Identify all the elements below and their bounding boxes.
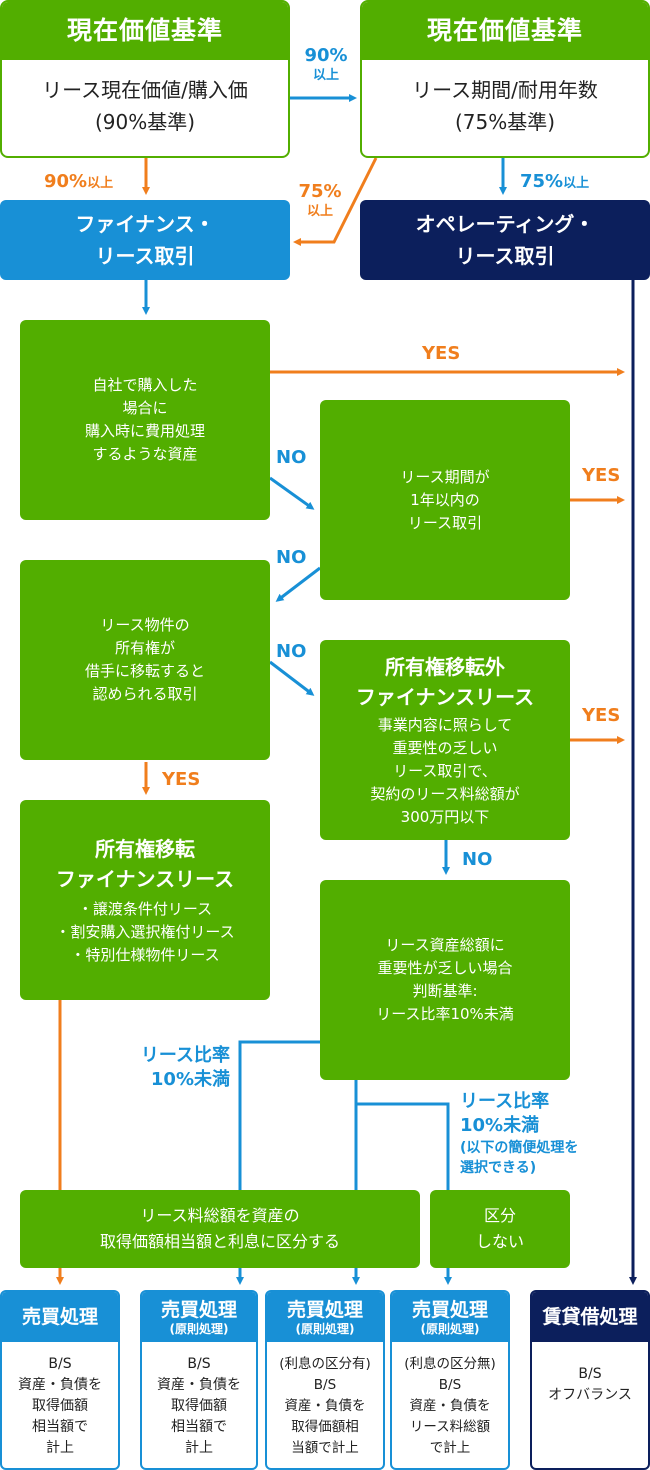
label-ratio-note: (以下の簡便処理を 選択できる) [460,1140,579,1176]
result-title: 売買処理 [21,1306,98,1328]
result-subtitle: (原則処理) [169,1322,229,1336]
decision-expensed-asset: 自社で購入した 場合に 購入時に費用処理 するような資産 [20,320,270,520]
criteria-body: リース現在価値/購入価 (90%基準) [42,78,248,134]
label-pct: 90% [304,45,348,66]
label-pv90-top: 90% 以上 [296,46,356,86]
result-title: 売買処理 [286,1299,363,1321]
result-body: (利息の区分無) B/S 資産・負債を リース料総額 で計上 [404,1356,496,1456]
no-split-text: 区分 しない [475,1206,524,1251]
label-pv90-left: 90%以上 [44,172,144,194]
label-pct: 75% [298,181,342,202]
criteria-body: リース期間/耐用年数 (75%基準) [412,78,598,134]
label-term75-right: 75%以上 [520,172,630,194]
label-ratio-main: リース比率 10%未満 [460,1091,550,1136]
result-subtitle: (原則処理) [420,1322,480,1336]
split-interest-box: リース料総額を資産の 取得価額相当額と利息に区分する [20,1190,420,1268]
non-transfer-title: 所有権移転外 ファイナンスリース [355,654,535,709]
decision-text: リース物件の 所有権が 借手に移転すると 認められる取引 [84,616,205,703]
result-head: 売買処理 [2,1292,118,1342]
label-sub: 以上 [563,176,590,191]
decision-short-term: リース期間が 1年以内の リース取引 [320,400,570,600]
no-split-box: 区分 しない [430,1190,570,1268]
arrow-term75-left [293,157,378,246]
label-d2-no: NO [276,547,307,568]
result-title: 賃貸借処理 [542,1306,638,1328]
label-ratio-left: リース比率 10%未満 [140,1045,230,1090]
split-text: リース料総額を資産の 取得価額相当額と利息に区分する [99,1206,340,1251]
result-title: 売買処理 [411,1299,488,1321]
label-d3-no: NO [276,641,307,662]
result-body: B/S 資産・負債を 取得価額 相当額で 計上 [157,1356,241,1456]
label-pct: 75% [520,171,564,192]
label-pct: 90% [44,171,88,192]
transfer-list: ・譲渡条件付リース ・割安購入選択権付リース ・特別仕様物件リース [55,899,235,964]
decision-asset-materiality: リース資産総額に 重要性が乏しい場合 判断基準: リース比率10%未満 [320,880,570,1080]
result-body: B/S オフバランス [548,1366,632,1403]
label-d3-yes: YES [162,769,201,790]
decision-text: リース期間が 1年以内の リース取引 [400,467,490,532]
label-d2-yes: YES [582,465,621,486]
label-ratio-right: リース比率 10%未満 (以下の簡便処理を 選択できる) [460,1090,650,1178]
criteria-box-term75: 現在価値基準 リース期間/耐用年数 (75%基準) [360,0,650,158]
result-rental-treatment: 賃貸借処理 B/S オフバランス [530,1290,650,1470]
result-title: 売買処理 [160,1299,237,1321]
result-body: B/S 資産・負債を 取得価額 相当額で 計上 [18,1356,102,1456]
decision-text: 自社で購入した 場合に 購入時に費用処理 するような資産 [84,376,205,463]
label-d1-no: NO [276,447,307,468]
label-sub: 以上 [87,176,114,191]
criteria-title: 現在価値基準 [362,2,648,60]
arrow-d1-no [269,476,315,510]
result-sale-principle-1: 売買処理 (原則処理) B/S 資産・負債を 取得価額 相当額で 計上 [140,1290,258,1470]
transfer-title: 所有権移転 ファイナンスリース [55,836,235,891]
result-sale-principle-3: 売買処理 (原則処理) (利息の区分無) B/S 資産・負債を リース料総額 で… [390,1290,510,1470]
finance-lease-box: ファイナンス・ リース取引 [0,200,290,280]
label-term75-left: 75% 以上 [290,182,350,222]
result-head: 売買処理 (原則処理) [267,1292,383,1342]
non-transfer-finance-lease: 所有権移転外 ファイナンスリース 事業内容に照らして 重要性の乏しい リース取引… [320,640,570,840]
decision-ownership-transfer: リース物件の 所有権が 借手に移転すると 認められる取引 [20,560,270,760]
label-sub: 以上 [312,68,339,83]
label-nontransfer-yes: YES [582,705,621,726]
result-sale-principle-2: 売買処理 (原則処理) (利息の区分有) B/S 資産・負債を 取得価額相 当額… [265,1290,385,1470]
label-d1-yes: YES [422,343,461,364]
arrow-d2-no [275,566,321,602]
arrow-d3-no [269,660,315,696]
result-body: (利息の区分有) B/S 資産・負債を 取得価額相 当額で計上 [279,1356,371,1456]
criteria-box-pv90: 現在価値基準 リース現在価値/購入価 (90%基準) [0,0,290,158]
result-sale-treatment: 売買処理 B/S 資産・負債を 取得価額 相当額で 計上 [0,1290,120,1470]
result-subtitle: (原則処理) [295,1322,355,1336]
result-head: 売買処理 (原則処理) [392,1292,508,1342]
operating-lease-box: オペレーティング・ リース取引 [360,200,650,280]
result-head: 賃貸借処理 [532,1292,648,1342]
non-transfer-body: 事業内容に照らして 重要性の乏しい リース取引で、 契約のリース料総額が 300… [370,715,520,826]
result-head: 売買処理 (原則処理) [142,1292,256,1342]
label-nontransfer-no: NO [462,849,493,870]
label-sub: 以上 [306,204,333,219]
criteria-title: 現在価値基準 [2,2,288,60]
transfer-finance-lease: 所有権移転 ファイナンスリース ・譲渡条件付リース ・割安購入選択権付リース ・… [20,800,270,1000]
decision-text: リース資産総額に 重要性が乏しい場合 判断基準: リース比率10%未満 [376,936,514,1023]
